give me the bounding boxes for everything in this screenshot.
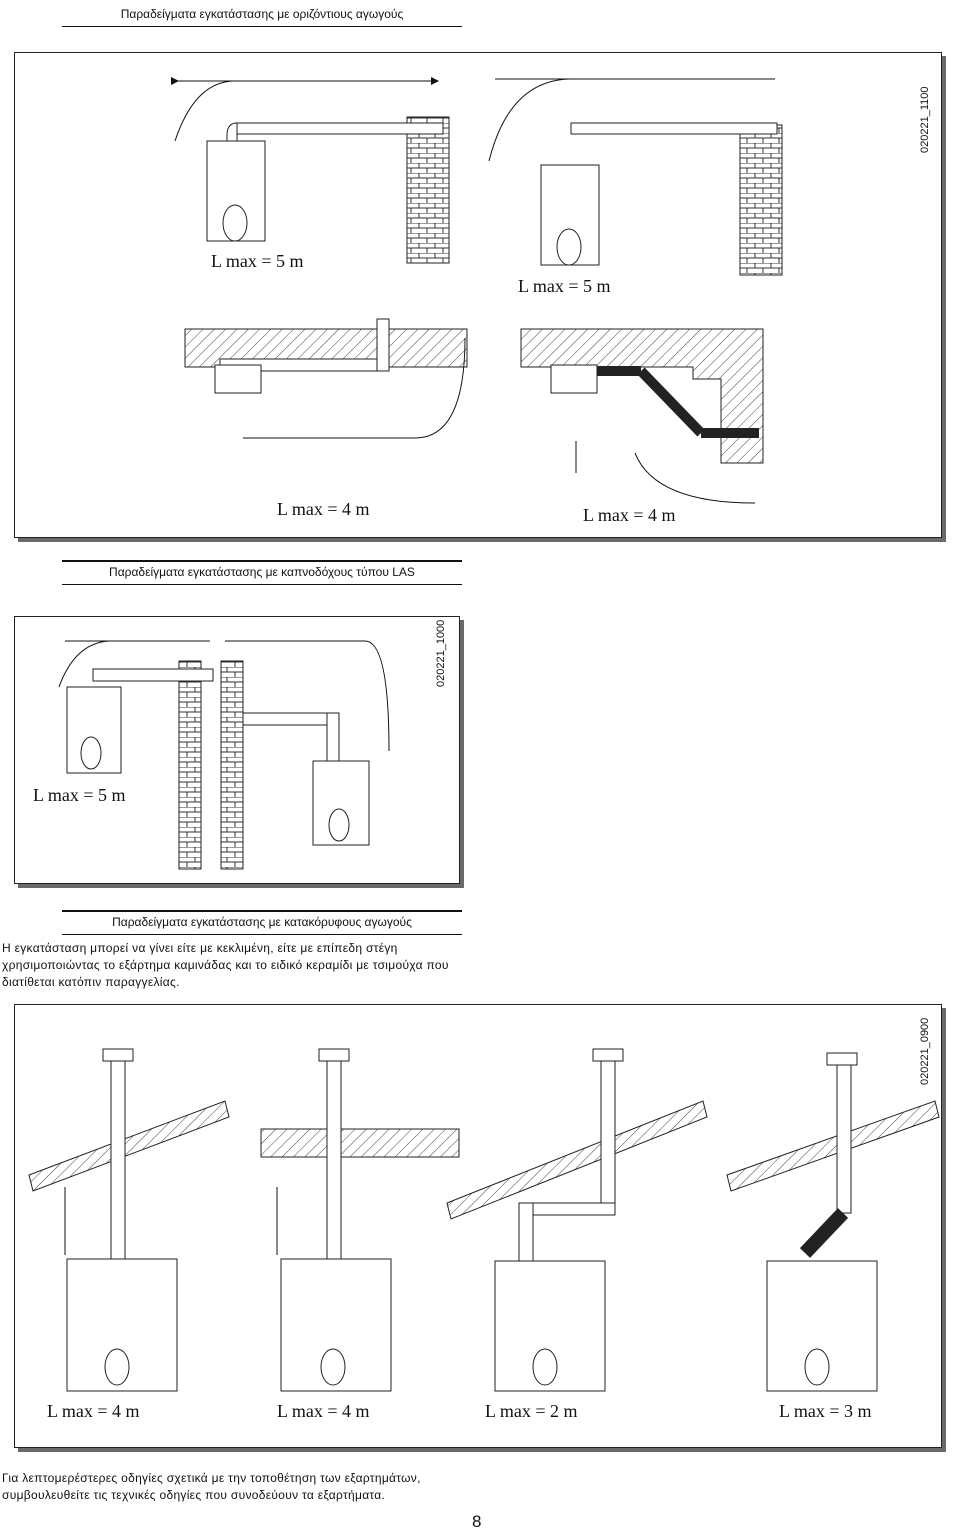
diagram-code: 020221_1000 <box>435 619 447 687</box>
horizontal-flue-panel: 020221_1100 L max = 5 m L max = 5 m L ma… <box>14 52 942 538</box>
boiler-wall-flue-a <box>171 77 450 264</box>
las-flue-panel: 020221_1000 L max = 5 m <box>14 616 460 884</box>
pitched-roof-flue-1 <box>28 1048 230 1392</box>
vertical-flue-heading: Παραδείγματα εγκατάστασης με κατακόρυφου… <box>62 910 462 935</box>
length-caption: L max = 5 m <box>518 276 611 296</box>
footer-note: Για λεπτομερέστερες οδηγίες σχετικά με τ… <box>2 1471 421 1502</box>
length-caption: L max = 4 m <box>583 505 676 525</box>
length-caption: L max = 4 m <box>277 499 370 519</box>
length-caption: L max = 5 m <box>211 251 304 271</box>
length-caption: L max = 4 m <box>277 1401 370 1421</box>
boiler-ceiling-flue-c <box>184 318 468 439</box>
boiler-wall-flue-b <box>488 78 783 276</box>
horizontal-flue-heading: Παραδείγματα εγκατάστασης με οριζόντιους… <box>62 4 462 27</box>
diagram-code: 020221_0900 <box>919 1017 931 1085</box>
vertical-flue-intro: Η εγκατάσταση μπορεί να γίνει είτε με κε… <box>2 941 449 989</box>
horizontal-flue-diagram <box>171 77 783 504</box>
pitched-roof-flue-3 <box>446 1048 708 1392</box>
length-caption: L max = 5 m <box>33 785 126 805</box>
vertical-flue-diagram <box>28 1048 940 1392</box>
boiler-ceiling-flue-d <box>520 328 764 504</box>
length-caption: L max = 2 m <box>485 1401 578 1421</box>
vertical-flue-panel: 020221_0900 L max = 4 m L max = 4 m L ma… <box>14 1004 942 1448</box>
las-flue-diagram <box>58 640 390 870</box>
flat-roof-flue-2 <box>260 1048 460 1392</box>
page-number: 8 <box>472 1512 482 1531</box>
length-caption: L max = 4 m <box>47 1401 140 1421</box>
pitched-roof-flue-4 <box>726 1052 940 1392</box>
las-flue-heading: Παραδείγματα εγκατάστασης με καπνοδόχους… <box>62 560 462 585</box>
diagram-code: 020221_1100 <box>919 86 931 153</box>
length-caption: L max = 3 m <box>779 1401 872 1421</box>
